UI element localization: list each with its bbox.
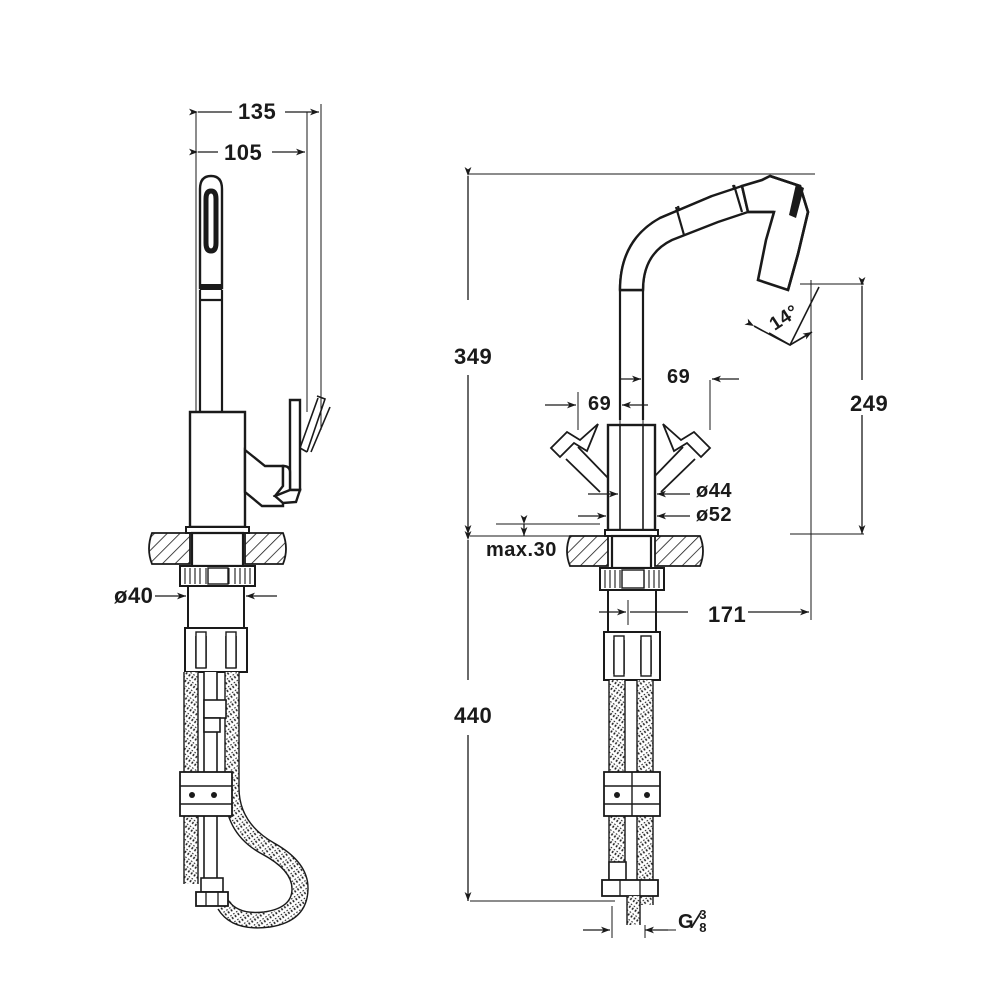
thread-numerator: 3 (699, 907, 707, 923)
thread-fraction-slash: ⁄ (694, 908, 699, 933)
left-lever-ghost (299, 395, 331, 453)
left-hose (179, 672, 309, 929)
right-countertop (566, 535, 704, 567)
left-countertop (148, 532, 287, 565)
right-hoses (601, 680, 661, 925)
right-body (606, 423, 657, 532)
right-locknut (599, 567, 665, 591)
left-hose-weight (179, 771, 233, 817)
right-hose-clamp (603, 771, 661, 817)
right-view-group (464, 167, 866, 938)
dimension-label-105: 105 (222, 140, 265, 165)
dim-line-171 (599, 600, 809, 625)
left-view-group (148, 104, 331, 929)
left-tailpiece (184, 585, 248, 673)
dimension-label-69-right: 69 (665, 366, 693, 388)
left-lever-handle (272, 398, 302, 505)
dim-line-69-right (620, 368, 739, 430)
dimension-label-135: 135 (236, 99, 279, 124)
left-shank (190, 531, 245, 568)
dimension-label-349: 349 (452, 344, 495, 369)
left-riser (198, 290, 224, 412)
left-escutcheon (185, 526, 250, 534)
dimension-label-69-left: 69 (586, 393, 614, 415)
dim-line-thread (583, 906, 676, 938)
dimension-label-diameter-40: ø40 (112, 583, 156, 608)
dimension-label-171: 171 (706, 602, 749, 627)
left-spout-head (198, 174, 224, 290)
dimension-label-249: 249 (848, 391, 891, 416)
right-riser (618, 290, 645, 420)
dimension-label-440: 440 (452, 703, 495, 728)
dim-line-max30 (496, 515, 600, 536)
left-locknut (179, 565, 256, 587)
left-body (188, 410, 247, 529)
dim-line-440 (464, 531, 615, 902)
right-handle-levers (549, 423, 712, 493)
thread-denominator: 8 (699, 919, 707, 935)
dimension-label-max-30: max.30 (484, 539, 559, 561)
dimension-label-diameter-52: ø52 (694, 504, 734, 526)
left-lever-boss (243, 447, 285, 508)
dimension-label-diameter-44: ø44 (694, 480, 734, 502)
right-sprayer-head (740, 174, 810, 292)
thread-prefix: G (678, 911, 695, 933)
dim-line-d40 (155, 592, 277, 612)
angle-14-indicator (744, 286, 820, 347)
right-tailpiece (603, 589, 661, 681)
